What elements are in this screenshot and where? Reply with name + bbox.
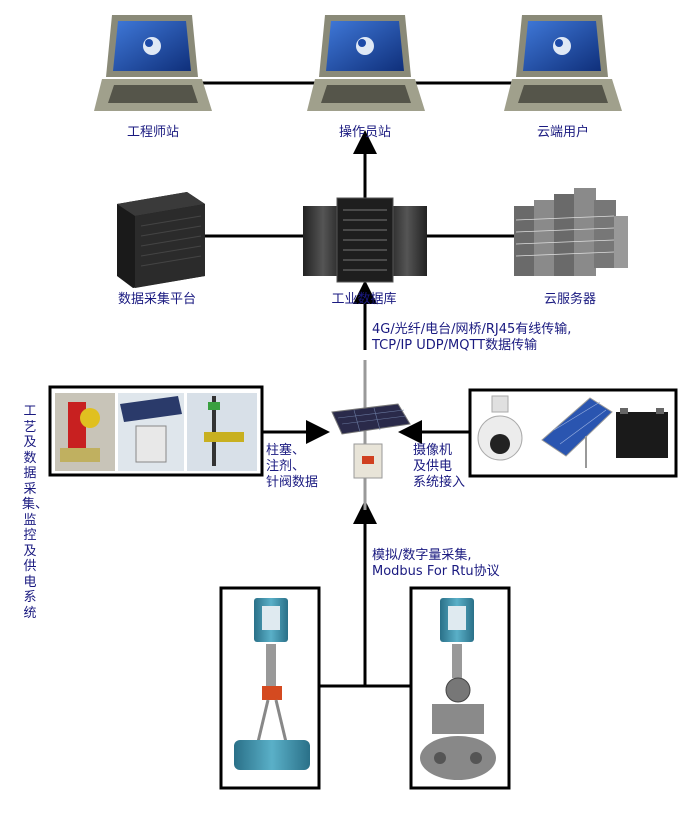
uplink-note-line2: TCP/IP UDP/MQTT数据传输 [372, 338, 538, 353]
data-acquisition-box-icon [117, 192, 205, 288]
left-link-note-line3: 针阀数据 [266, 475, 319, 490]
bottom-note-line2: Modbus For Rtu协议 [372, 564, 500, 579]
laptop-icon-cloud-user [504, 15, 622, 111]
uplink-transmission-note: 4G/光纤/电台/网桥/RJ45有线传输, TCP/IP UDP/MQTT数据传… [372, 322, 571, 354]
rtu-solar-station-icon [331, 360, 411, 510]
left-vertical-system-label: 工艺及数据采集、监控及供电系统 [22, 404, 49, 621]
pressure-transmitter-image [409, 586, 511, 790]
left-link-note-line1: 柱塞、 [266, 443, 306, 458]
laptop-icon-engineer [94, 15, 212, 111]
right-link-note-line3: 系统接入 [413, 475, 466, 490]
label-cloud-server: 云服务器 [543, 292, 597, 307]
right-link-note-line1: 摄像机 [413, 443, 453, 458]
uplink-note-line1: 4G/光纤/电台/网桥/RJ45有线传输, [372, 322, 572, 337]
camera-power-images [468, 388, 678, 478]
label-operator-station: 操作员站 [338, 125, 392, 140]
label-data-acquisition-platform: 数据采集平台 [117, 292, 197, 307]
label-engineer-station: 工程师站 [126, 125, 180, 140]
bottom-note-line1: 模拟/数字量采集, [372, 548, 472, 563]
right-link-note-line2: 及供电 [413, 459, 453, 474]
wellhead-equipment-images [48, 385, 264, 477]
bottom-acquisition-note: 模拟/数字量采集, Modbus For Rtu协议 [372, 548, 500, 580]
cloud-server-rack-icon [514, 188, 628, 276]
flow-transmitter-image [219, 586, 321, 790]
label-industrial-database: 工业数据库 [331, 292, 397, 307]
server-cluster-icon [303, 197, 427, 283]
laptop-icon-operator [307, 15, 425, 111]
left-link-note-line2: 注剂、 [266, 459, 306, 474]
left-link-note: 柱塞、 注剂、 针阀数据 [266, 443, 318, 491]
right-link-note: 摄像机 及供电 系统接入 [413, 443, 465, 491]
label-cloud-user: 云端用户 [536, 125, 590, 140]
